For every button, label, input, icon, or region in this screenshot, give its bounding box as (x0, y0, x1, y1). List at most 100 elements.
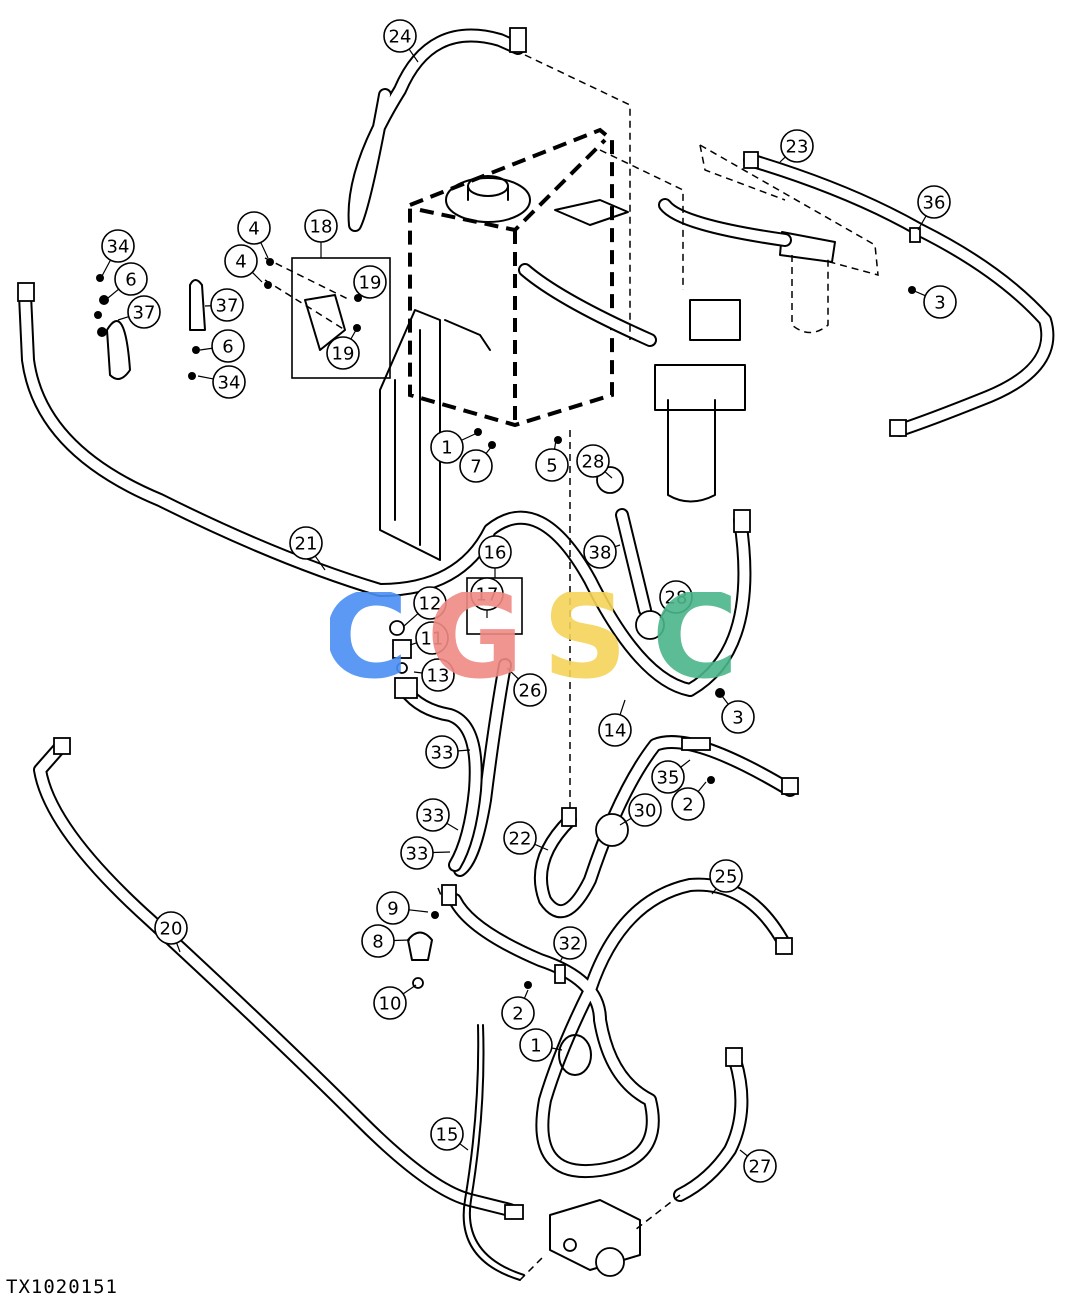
callout-number: 9 (387, 899, 398, 920)
callout-37: 37 (117, 295, 161, 329)
callout-leader-line (432, 851, 451, 854)
callout-15: 15 (430, 1117, 469, 1151)
callout-circle (553, 926, 587, 960)
callout-28: 28 (659, 580, 693, 619)
callout-circle (326, 336, 360, 370)
callout-circle (917, 185, 951, 219)
callout-leader-line (101, 259, 112, 277)
small-hardware (17, 27, 921, 1076)
callout-leader-line (260, 242, 269, 259)
callout-leader-line (199, 347, 213, 351)
callout-circle (373, 986, 407, 1020)
callout-circle (413, 586, 447, 620)
callout-4: 4 (237, 211, 271, 259)
callout-17: 17 (470, 577, 504, 618)
callout-circle (224, 244, 258, 278)
callout-2: 2 (671, 781, 707, 821)
callout-circle (361, 924, 395, 958)
callout-leader-line (413, 671, 423, 674)
callout-leader-line (553, 439, 557, 450)
callout-number: 8 (372, 932, 383, 953)
callout-circle (576, 444, 610, 478)
callout-number: 4 (248, 219, 259, 240)
callout-8: 8 (361, 924, 411, 958)
hoses (18, 28, 1055, 1281)
callout-leader-line (393, 939, 411, 942)
callout-leader-line (619, 699, 626, 716)
callout-19: 19 (326, 329, 360, 370)
callout-leader-line (402, 984, 417, 995)
callout-number: 18 (310, 217, 333, 238)
callout-number: 6 (125, 270, 136, 291)
callout-leader-line (459, 1143, 469, 1151)
callout-number: 2 (512, 1004, 523, 1025)
callout-circle (470, 577, 504, 611)
callout-5: 5 (535, 439, 569, 482)
callout-19: 19 (353, 265, 387, 299)
callout-36: 36 (917, 185, 951, 231)
callout-number: 7 (470, 457, 481, 478)
callout-leader-line (408, 909, 429, 913)
callout-20: 20 (154, 911, 188, 953)
callout-leader-line (614, 544, 621, 548)
callout-circle (513, 673, 547, 707)
callout-number: 12 (419, 594, 442, 615)
callout-6: 6 (107, 262, 148, 299)
callout-leader-line (551, 1047, 563, 1051)
callout-11: 11 (409, 621, 449, 655)
callout-circle (478, 535, 512, 569)
callout-33: 33 (400, 836, 451, 870)
filter-assembly (654, 231, 836, 503)
callout-number: 28 (665, 588, 688, 609)
callout-18: 18 (304, 209, 338, 258)
callout-23: 23 (779, 129, 814, 163)
callout-9: 9 (376, 891, 429, 925)
callout-leader-line (659, 609, 667, 619)
callout-1: 1 (430, 430, 476, 464)
callout-circle (425, 735, 459, 769)
callout-circle (376, 891, 410, 925)
callout-circle (212, 365, 246, 399)
callout-leader-line (461, 433, 476, 441)
callout-33: 33 (416, 798, 459, 832)
callout-4: 4 (224, 244, 263, 283)
callout-circle (709, 859, 743, 893)
hydraulic-reservoir-tank (408, 127, 629, 428)
callout-13: 13 (413, 658, 455, 692)
callout-leader-line (457, 749, 471, 752)
callout-number: 28 (582, 452, 605, 473)
callout-number: 3 (732, 708, 743, 729)
callout-leader-line (408, 48, 419, 63)
callout-number: 27 (749, 1157, 772, 1178)
callout-number: 35 (657, 768, 680, 789)
callout-number: 32 (559, 934, 582, 955)
callout-leader-line (485, 445, 493, 454)
callout-circle (780, 129, 814, 163)
callout-38: 38 (583, 535, 621, 569)
callout-25: 25 (709, 859, 743, 895)
callout-number: 24 (389, 27, 412, 48)
callout-leader-line (619, 817, 632, 826)
callout-leader-line (176, 942, 181, 953)
callout-number: 26 (519, 681, 542, 702)
callout-circle (421, 658, 455, 692)
callout-number: 16 (484, 543, 507, 564)
callout-circle (383, 19, 417, 53)
callout-leader-line (197, 375, 214, 380)
callout-circle (743, 1149, 777, 1183)
callout-circle (415, 621, 449, 655)
callout-number: 5 (546, 456, 557, 477)
callout-number: 36 (923, 193, 946, 214)
callout-number: 2 (682, 795, 693, 816)
callout-leader-line (409, 642, 417, 646)
callout-28: 28 (576, 444, 613, 479)
callout-circle (416, 798, 450, 832)
callout-circle (721, 700, 755, 734)
figure-id-label: TX1020151 (6, 1276, 118, 1298)
callout-21: 21 (289, 526, 326, 571)
callout-circle (304, 209, 338, 243)
callout-2: 2 (501, 989, 535, 1030)
callout-circle (598, 713, 632, 747)
callout-number: 34 (107, 237, 130, 258)
